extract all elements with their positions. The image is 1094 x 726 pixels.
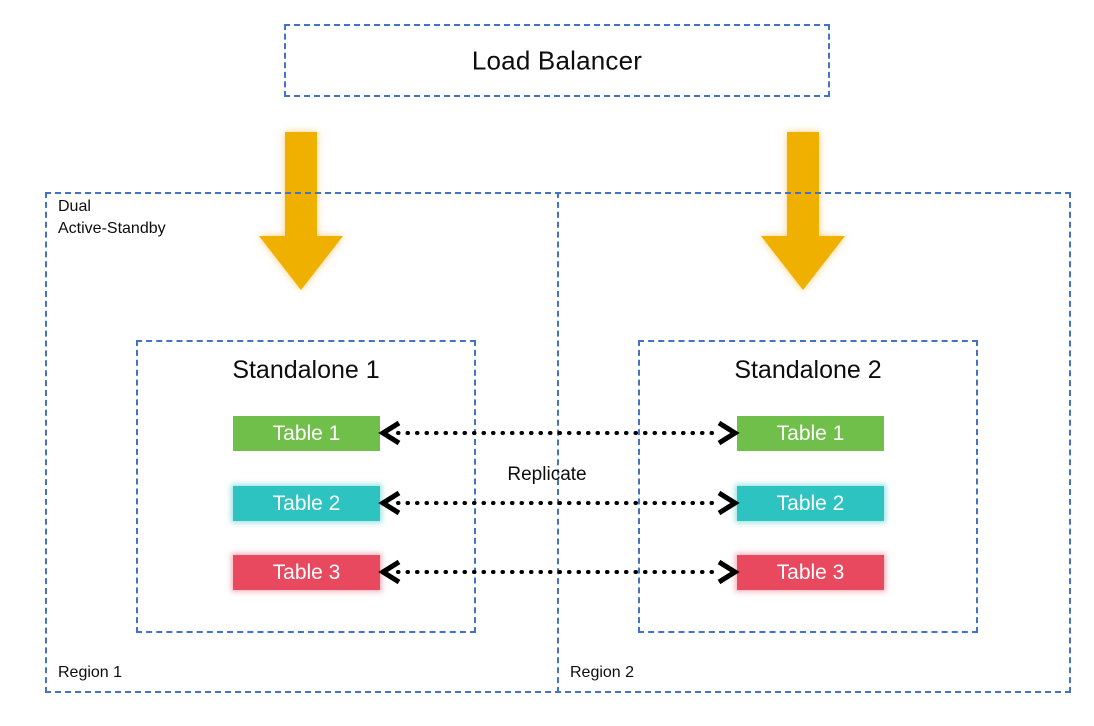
standalone-2-box: Standalone 2 [638,340,978,633]
region-1-label: Region 1 [58,664,123,681]
load-balancer-label: Load Balancer [471,45,643,75]
dual-active-standby-label: Dual Active-Standby [58,198,166,237]
replication-arrow-table-3 [378,559,740,585]
standalone-2-title: Standalone 2 [734,356,882,384]
standalone-2-table-2[interactable]: Table 2 [737,486,884,521]
standalone-1-box: Standalone 1 [136,340,476,633]
traffic-down-arrow-icon-right [761,132,845,290]
standalone-2-table-1[interactable]: Table 1 [737,416,884,451]
standalone-1-table-2[interactable]: Table 2 [233,486,380,521]
standalone-1-table-3[interactable]: Table 3 [233,555,380,590]
region-divider [557,192,559,693]
region-2-label: Region 2 [570,664,635,681]
standalone-1-title: Standalone 1 [232,356,380,384]
replicate-label: Replicate [507,464,587,485]
standalone-1-table-1[interactable]: Table 1 [233,416,380,451]
replication-arrow-table-1 [378,420,740,446]
standalone-2-table-3[interactable]: Table 3 [737,555,884,590]
load-balancer-box: Load Balancer [284,24,830,97]
traffic-down-arrow-icon-left [259,132,343,290]
replication-arrow-table-2 [378,490,740,516]
